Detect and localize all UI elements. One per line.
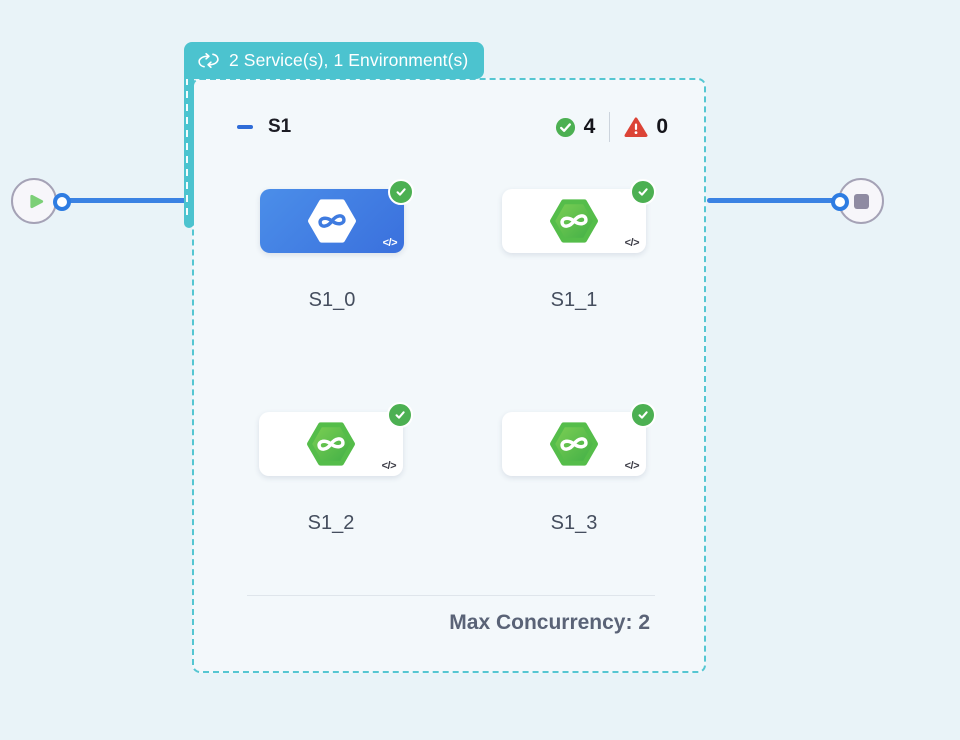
- play-icon: [28, 193, 45, 210]
- service-card-s1-3[interactable]: </>: [502, 402, 656, 476]
- code-icon: </>: [624, 237, 640, 249]
- warning-icon: [624, 117, 648, 138]
- code-icon: </>: [624, 460, 640, 472]
- edge-stage-to-end: [707, 198, 837, 203]
- stage-accent-strip: [184, 76, 194, 228]
- stage-name: S1: [268, 116, 292, 137]
- service-label: S1_3: [550, 512, 598, 534]
- harness-logo-icon: [306, 420, 356, 468]
- edge-start-to-stage: [60, 198, 188, 203]
- success-check-icon: [555, 117, 576, 138]
- harness-logo-icon: [307, 197, 357, 245]
- stage-badge-label: 2 Service(s), 1 Environment(s): [229, 50, 469, 70]
- card-success-badge-icon: [387, 402, 413, 428]
- success-count: 4: [583, 115, 596, 138]
- stage-status-cluster: 4 0: [555, 112, 668, 142]
- service-label: S1_1: [550, 289, 598, 311]
- loop-icon: [197, 52, 220, 69]
- max-concurrency-text: Max Concurrency: 2: [449, 611, 650, 634]
- harness-logo-icon: [549, 420, 599, 468]
- service-card-s1-2[interactable]: </>: [259, 402, 413, 476]
- stop-icon: [853, 193, 869, 209]
- end-connector-port: [831, 193, 849, 211]
- card-success-badge-icon: [630, 179, 656, 205]
- card-success-badge-icon: [630, 402, 656, 428]
- stage-container: S1 4 0: [192, 78, 706, 673]
- card-success-badge-icon: [388, 179, 414, 205]
- error-count: 0: [656, 115, 668, 138]
- start-connector-port: [53, 193, 71, 211]
- code-icon: </>: [381, 460, 397, 472]
- start-node[interactable]: [11, 178, 57, 224]
- service-card-s1-0[interactable]: </>: [260, 179, 414, 253]
- stage-badge[interactable]: 2 Service(s), 1 Environment(s): [184, 42, 485, 79]
- code-icon: </>: [382, 237, 398, 249]
- service-card-s1-1[interactable]: </>: [502, 179, 656, 253]
- service-label: S1_0: [308, 289, 356, 311]
- harness-logo-icon: [549, 197, 599, 245]
- stage-header: S1 4 0: [237, 104, 668, 150]
- service-label: S1_2: [307, 512, 355, 534]
- status-divider: [609, 112, 611, 142]
- collapse-icon[interactable]: [237, 125, 253, 129]
- footer-divider: [247, 595, 655, 596]
